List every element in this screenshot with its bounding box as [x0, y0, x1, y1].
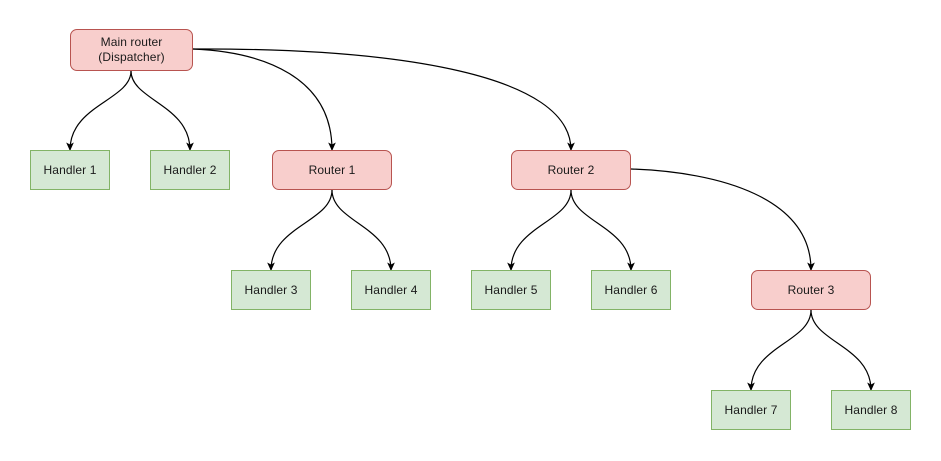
edge-router-2-to-handler-5 — [507, 189, 572, 271]
node-label-router-3: Router 3 — [787, 282, 835, 297]
node-label-handler-2: Handler 2 — [163, 162, 217, 177]
edge-main-router-to-handler-2 — [130, 70, 194, 151]
node-main-router[interactable]: Main router (Dispatcher) — [70, 29, 193, 71]
edge-router-3-to-handler-8 — [810, 309, 875, 391]
edge-router-2-to-handler-6 — [570, 189, 635, 271]
node-router-3[interactable]: Router 3 — [751, 270, 871, 310]
node-router-1[interactable]: Router 1 — [272, 150, 392, 190]
edge-main-router-to-handler-1 — [66, 70, 132, 151]
node-label-handler-5: Handler 5 — [484, 282, 538, 297]
node-handler-7[interactable]: Handler 7 — [711, 390, 791, 430]
node-label-router-1: Router 1 — [308, 162, 356, 177]
edge-router-1-to-handler-4 — [331, 189, 395, 271]
node-handler-3[interactable]: Handler 3 — [231, 270, 311, 310]
edge-main-router-to-router-1 — [192, 48, 336, 151]
node-label-handler-1: Handler 1 — [43, 162, 97, 177]
node-label-handler-7: Handler 7 — [724, 402, 778, 417]
edge-main-router-to-router-2 — [192, 48, 575, 151]
node-label-handler-8: Handler 8 — [844, 402, 898, 417]
edge-router-2-to-router-3 — [630, 168, 815, 271]
node-handler-2[interactable]: Handler 2 — [150, 150, 230, 190]
node-label-handler-6: Handler 6 — [604, 282, 658, 297]
node-handler-8[interactable]: Handler 8 — [831, 390, 911, 430]
node-router-2[interactable]: Router 2 — [511, 150, 631, 190]
edge-paths — [66, 48, 875, 391]
node-label-handler-3: Handler 3 — [244, 282, 298, 297]
node-handler-5[interactable]: Handler 5 — [471, 270, 551, 310]
node-label-handler-4: Handler 4 — [364, 282, 418, 297]
edge-router-1-to-handler-3 — [267, 189, 333, 271]
node-label-main-router: Main router (Dispatcher) — [98, 35, 165, 64]
node-handler-1[interactable]: Handler 1 — [30, 150, 110, 190]
edge-router-3-to-handler-7 — [747, 309, 812, 391]
node-handler-4[interactable]: Handler 4 — [351, 270, 431, 310]
node-handler-6[interactable]: Handler 6 — [591, 270, 671, 310]
node-label-router-2: Router 2 — [547, 162, 595, 177]
